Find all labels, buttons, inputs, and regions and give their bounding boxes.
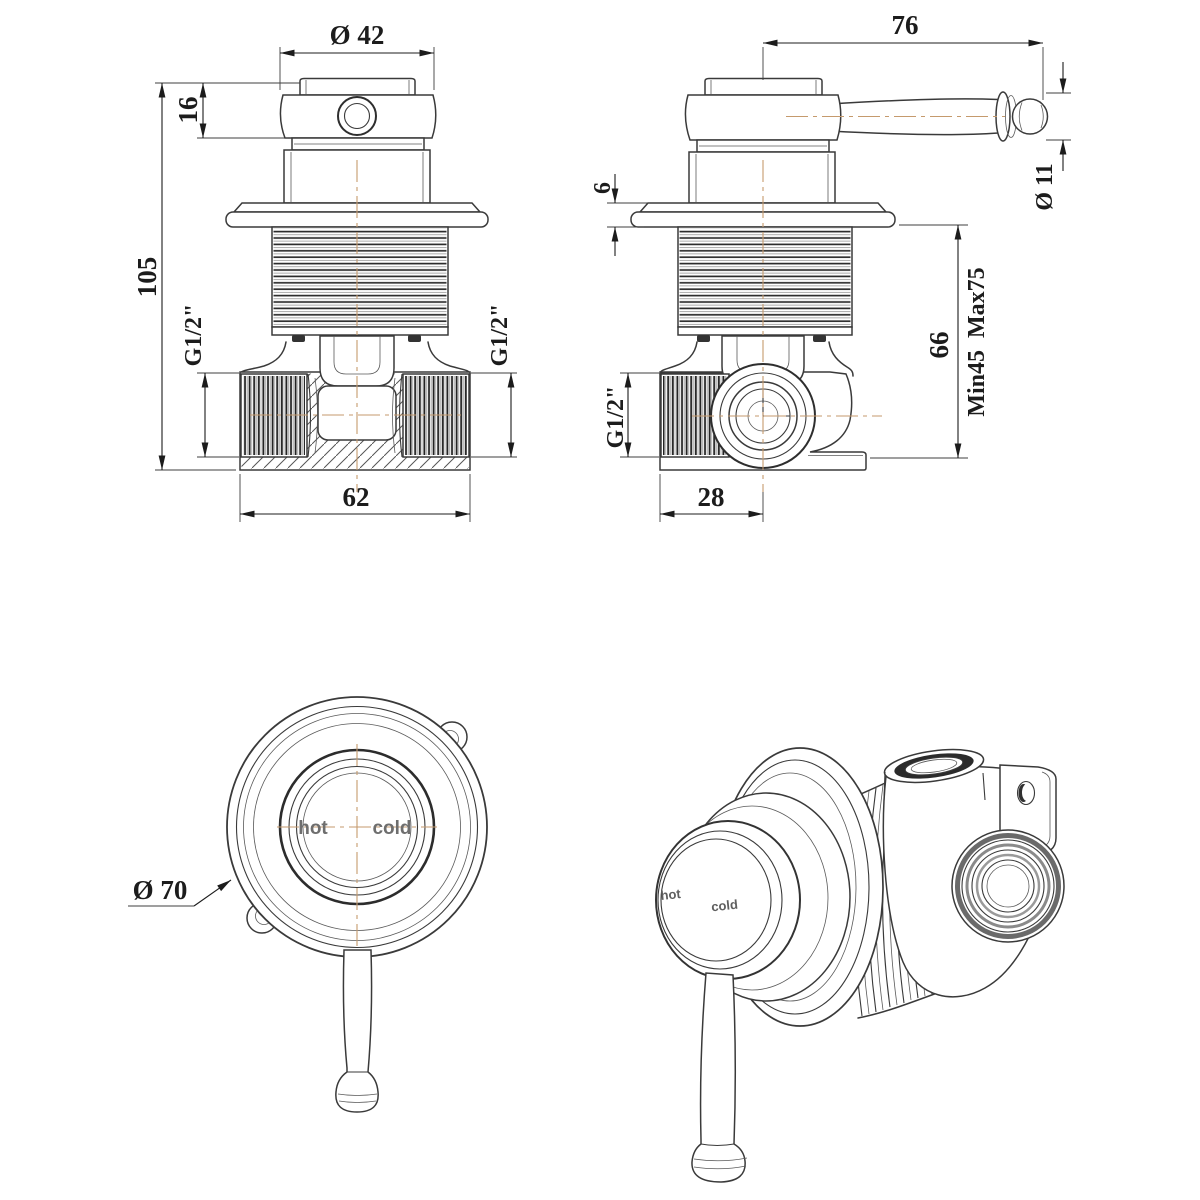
dim-port-right: G1/2": [487, 304, 513, 367]
side-view: 76 Ø 11 6 G1/2" 66 Min45 Max75 28: [590, 10, 1071, 522]
cold-label-3d: cold: [710, 897, 738, 915]
dim-install-range: Min45 Max75: [964, 267, 990, 416]
dim-cap-height: 16: [173, 97, 203, 124]
dim-port-left: G1/2": [181, 304, 207, 367]
dim-body-width: 62: [343, 482, 370, 512]
dim-install-depth: 66: [924, 332, 954, 359]
perspective-view: hot cold: [655, 747, 1065, 1183]
cold-label: cold: [372, 818, 411, 839]
front-view: Ø 42 16 105 G1/2" G1/2" 62: [132, 20, 517, 522]
hot-label: hot: [298, 818, 328, 839]
dim-flange-thickness: 6: [590, 182, 616, 194]
trim-front-view: hot cold Ø 70: [128, 696, 488, 1113]
hot-label-3d: hot: [660, 886, 682, 903]
dim-cap-diameter: Ø 42: [330, 20, 385, 50]
dim-inlet-port: G1/2": [603, 386, 629, 449]
dim-total-height: 105: [132, 257, 162, 298]
dim-faceplate-diameter: Ø 70: [133, 875, 188, 905]
dim-body-depth: 28: [698, 482, 725, 512]
dim-handle-reach: 76: [892, 10, 919, 40]
dim-handle-diameter: Ø 11: [1032, 163, 1058, 210]
